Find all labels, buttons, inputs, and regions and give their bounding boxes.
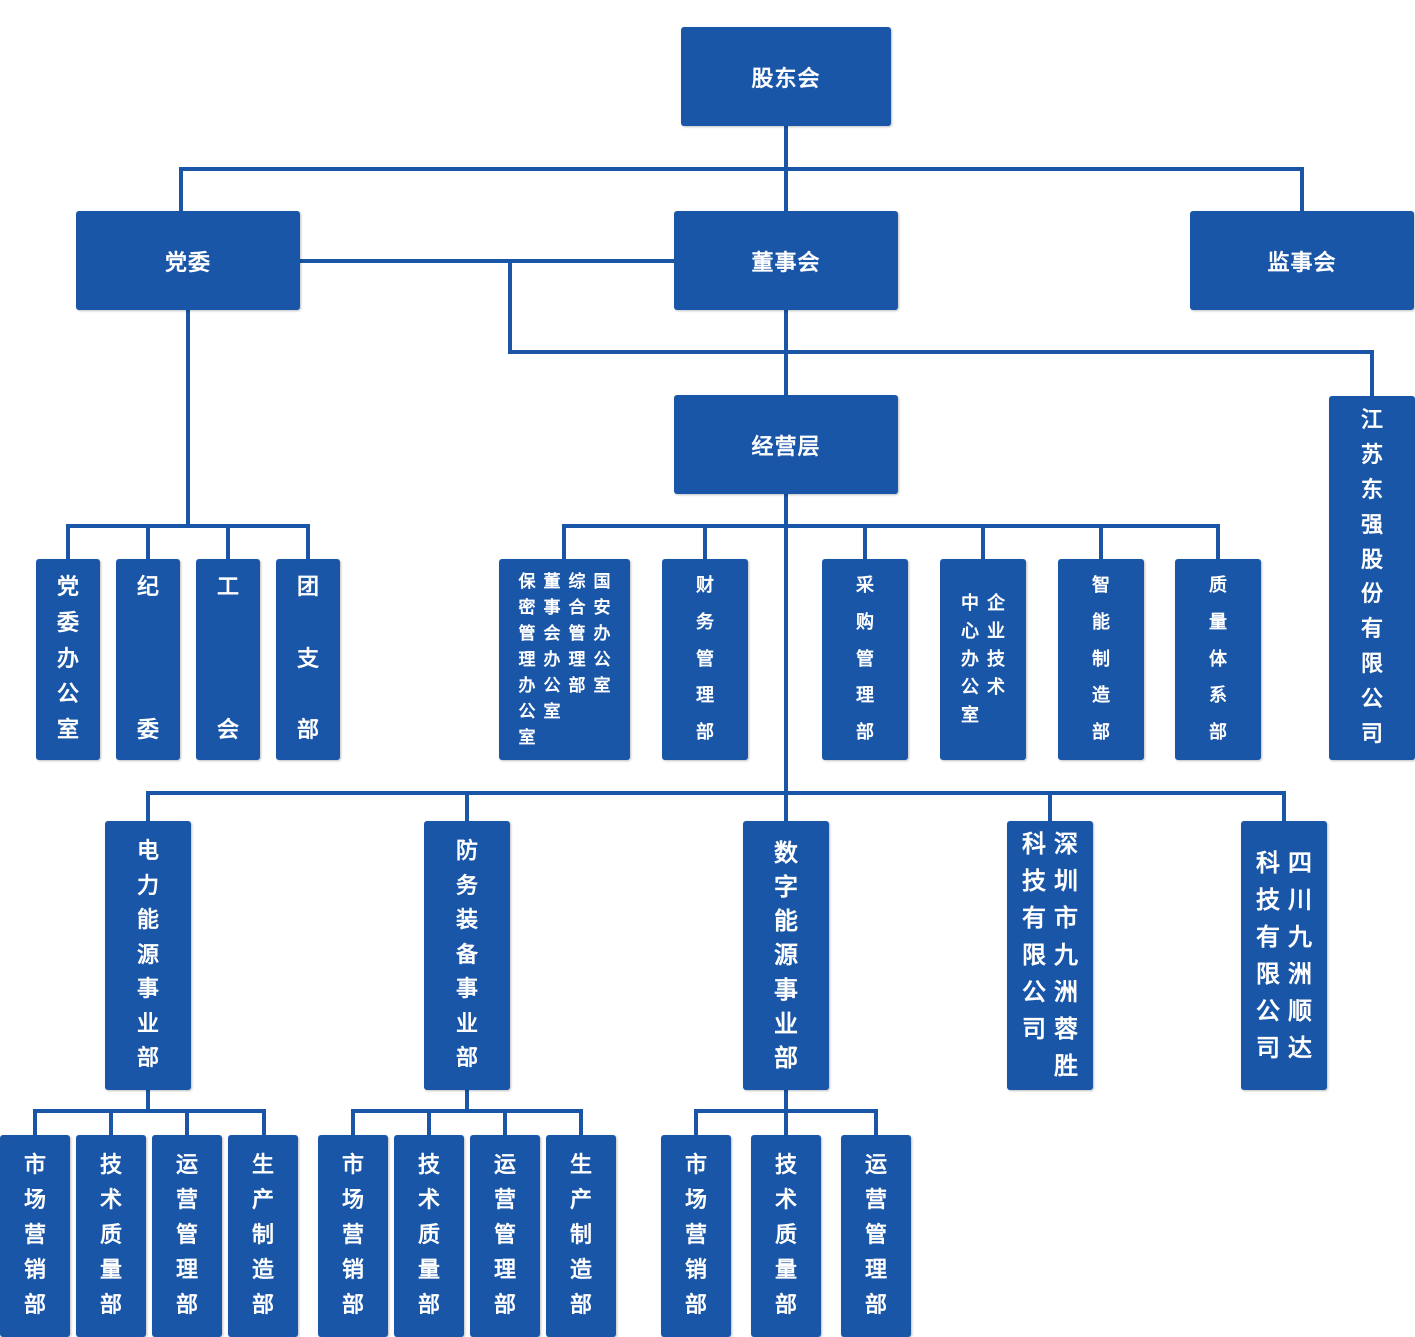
node-board: 董事会 bbox=[674, 211, 898, 310]
node-shareholders: 股东会 bbox=[681, 27, 891, 126]
node-label: 纪委 bbox=[136, 575, 159, 743]
node-label: 运营管理部 bbox=[864, 1153, 887, 1318]
node-label: 江苏东强股份有限公司 bbox=[1360, 408, 1383, 747]
node-label: 生产制造部 bbox=[251, 1153, 274, 1318]
node-label: 运营管理部 bbox=[493, 1153, 516, 1318]
node-label: 电力能源事业部 bbox=[136, 839, 159, 1071]
node-digital-tech-quality: 技术质量部 bbox=[751, 1135, 821, 1337]
node-label-columns: 深圳市九洲蓉胜科技有限公司 bbox=[1022, 826, 1078, 1085]
node-label-column: 董事会办公室 bbox=[543, 571, 561, 722]
node-label: 数字能源事业部 bbox=[774, 839, 798, 1072]
node-label-column: 科技有限公司 bbox=[1256, 848, 1280, 1062]
node-tech-center-office: 企业技术中心办公室 bbox=[940, 559, 1026, 760]
node-label: 采购管理部 bbox=[856, 575, 874, 743]
node-defense-manufacturing: 生产制造部 bbox=[546, 1135, 616, 1337]
node-label: 运营管理部 bbox=[175, 1153, 198, 1318]
node-label-column: 深圳市九洲蓉胜 bbox=[1054, 830, 1078, 1080]
node-label: 市场营销部 bbox=[684, 1153, 707, 1318]
node-party-office: 党委办公室 bbox=[36, 559, 100, 760]
node-discipline-committee: 纪委 bbox=[116, 559, 180, 760]
node-quality-system-dept: 质量体系部 bbox=[1175, 559, 1261, 760]
node-labor-union: 工会 bbox=[196, 559, 260, 760]
node-combined-offices: 国安办公室综合管理部董事会办公室保密管理办公室 bbox=[499, 559, 630, 760]
node-digital-marketing: 市场营销部 bbox=[661, 1135, 731, 1337]
node-label: 团支部 bbox=[296, 575, 319, 743]
node-label-columns: 国安办公室综合管理部董事会办公室保密管理办公室 bbox=[519, 569, 611, 751]
node-label: 智能制造部 bbox=[1092, 575, 1110, 743]
node-label: 防务装备事业部 bbox=[455, 839, 478, 1071]
node-label: 市场营销部 bbox=[341, 1153, 364, 1318]
node-label-column: 国安办公室 bbox=[593, 571, 611, 696]
node-power-manufacturing: 生产制造部 bbox=[228, 1135, 298, 1337]
node-jiangsu-subsidiary: 江苏东强股份有限公司 bbox=[1329, 396, 1415, 760]
node-label: 市场营销部 bbox=[23, 1153, 46, 1318]
node-procurement-dept: 采购管理部 bbox=[822, 559, 908, 760]
node-label-columns: 企业技术中心办公室 bbox=[961, 590, 1005, 730]
node-power-energy-division: 电力能源事业部 bbox=[105, 821, 191, 1090]
node-finance-dept: 财务管理部 bbox=[662, 559, 748, 760]
node-label: 党委办公室 bbox=[56, 575, 79, 743]
node-label: 工会 bbox=[216, 575, 239, 743]
node-label: 财务管理部 bbox=[696, 575, 714, 743]
node-label: 技术质量部 bbox=[417, 1153, 440, 1318]
node-label: 技术质量部 bbox=[774, 1153, 797, 1318]
node-label: 技术质量部 bbox=[99, 1153, 122, 1318]
node-digital-energy-division: 数字能源事业部 bbox=[743, 821, 829, 1090]
node-defense-operations: 运营管理部 bbox=[470, 1135, 540, 1337]
node-label-column: 四川九洲顺达 bbox=[1288, 848, 1312, 1062]
node-defense-marketing: 市场营销部 bbox=[318, 1135, 388, 1337]
node-shenzhen-company: 深圳市九洲蓉胜科技有限公司 bbox=[1007, 821, 1093, 1090]
node-defense-tech-quality: 技术质量部 bbox=[394, 1135, 464, 1337]
node-label-column: 中心办公室 bbox=[961, 592, 979, 726]
node-youth-league: 团支部 bbox=[276, 559, 340, 760]
node-supervisors: 监事会 bbox=[1190, 211, 1414, 310]
node-label-column: 企业技术 bbox=[987, 592, 1005, 698]
node-label-column: 科技有限公司 bbox=[1022, 830, 1046, 1043]
node-label-column: 综合管理部 bbox=[568, 571, 586, 696]
node-power-tech-quality: 技术质量部 bbox=[76, 1135, 146, 1337]
node-sichuan-company: 四川九洲顺达科技有限公司 bbox=[1241, 821, 1327, 1090]
node-digital-operations: 运营管理部 bbox=[841, 1135, 911, 1337]
node-party-committee: 党委 bbox=[76, 211, 300, 310]
node-smart-manufacturing-dept: 智能制造部 bbox=[1058, 559, 1144, 760]
node-power-operations: 运营管理部 bbox=[152, 1135, 222, 1337]
node-management: 经营层 bbox=[674, 395, 898, 494]
node-label-columns: 四川九洲顺达科技有限公司 bbox=[1256, 845, 1312, 1067]
node-label-column: 保密管理办公室 bbox=[518, 571, 536, 748]
node-power-marketing: 市场营销部 bbox=[0, 1135, 70, 1337]
node-label: 生产制造部 bbox=[569, 1153, 592, 1318]
node-defense-equipment-division: 防务装备事业部 bbox=[424, 821, 510, 1090]
node-label: 质量体系部 bbox=[1209, 575, 1227, 743]
